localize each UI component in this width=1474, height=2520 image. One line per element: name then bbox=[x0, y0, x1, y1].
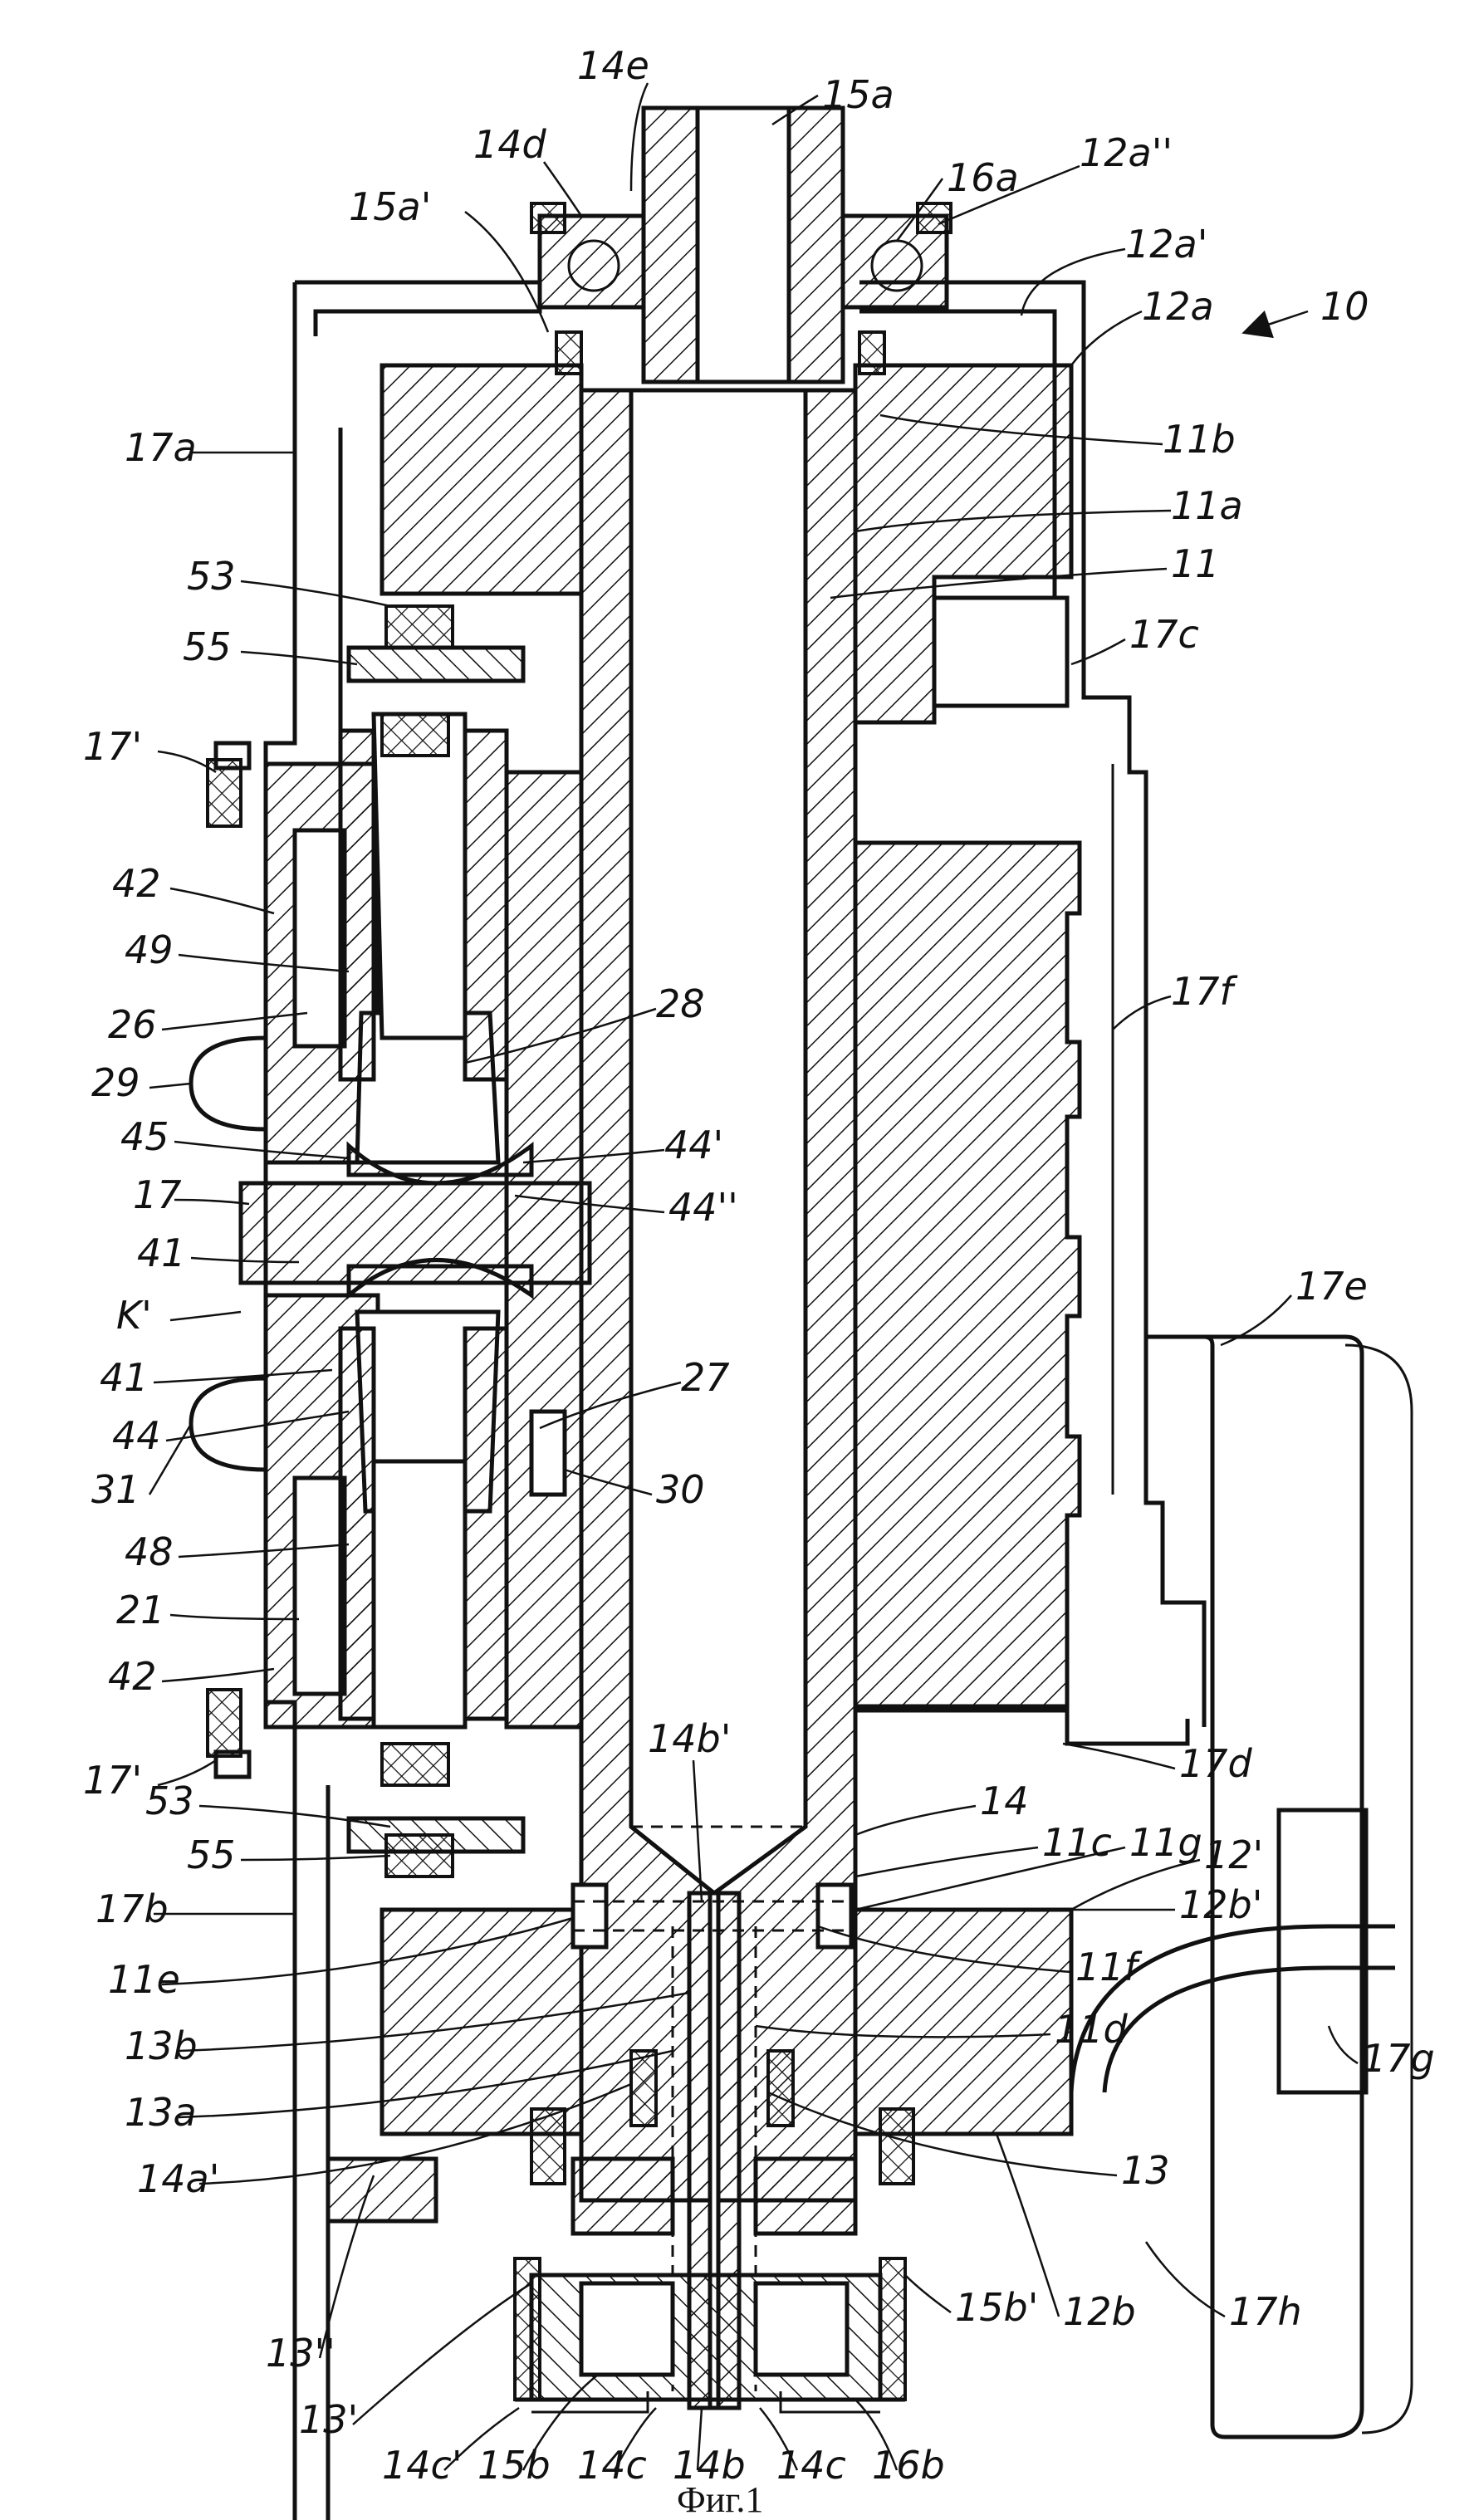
label-11a: 11a bbox=[1171, 483, 1243, 528]
label-49: 49 bbox=[125, 927, 174, 972]
label-12prime: 12' bbox=[1204, 1833, 1263, 1877]
label-26: 26 bbox=[108, 1002, 157, 1047]
label-17a: 17a bbox=[125, 425, 197, 470]
label-12b1: 12b' bbox=[1179, 1882, 1262, 1927]
top-bearing-cap bbox=[531, 108, 951, 382]
label-17f: 17f bbox=[1171, 969, 1238, 1014]
label-15b1: 15b' bbox=[955, 2285, 1038, 2330]
label-13: 13 bbox=[1121, 2148, 1170, 2193]
label-11f: 11f bbox=[1075, 1945, 1143, 1989]
label-12a: 12a bbox=[1142, 284, 1214, 329]
label-29: 29 bbox=[91, 1060, 140, 1105]
label-15a1: 15a' bbox=[349, 184, 431, 229]
label-17c: 17c bbox=[1129, 612, 1199, 657]
label-27: 27 bbox=[681, 1355, 730, 1400]
label-13b: 13b bbox=[125, 2023, 198, 2068]
label-44: 44 bbox=[112, 1413, 161, 1458]
right-lower-housing bbox=[1071, 1337, 1412, 2520]
label-13prime: 13' bbox=[299, 2397, 358, 2442]
label-K: K' bbox=[116, 1293, 152, 1338]
label-55-bottom: 55 bbox=[187, 1833, 236, 1877]
label-48: 48 bbox=[125, 1529, 174, 1574]
label-14c-left: 14c bbox=[577, 2443, 647, 2488]
label-11b: 11b bbox=[1163, 417, 1236, 462]
label-42-top: 42 bbox=[112, 861, 161, 906]
label-17prime-bottom: 17' bbox=[83, 1758, 142, 1803]
label-14a1: 14a' bbox=[137, 2156, 219, 2201]
label-28: 28 bbox=[656, 981, 705, 1026]
label-17g: 17g bbox=[1362, 2036, 1435, 2081]
label-12a2: 12a'' bbox=[1080, 130, 1173, 175]
label-12a1: 12a' bbox=[1125, 222, 1207, 267]
label-12b: 12b bbox=[1063, 2289, 1136, 2334]
label-17b: 17b bbox=[95, 1886, 169, 1931]
right-rotor-body bbox=[855, 697, 1204, 1744]
label-16a: 16a bbox=[947, 155, 1019, 200]
left-stator-stack bbox=[241, 606, 590, 1877]
label-42-bottom: 42 bbox=[108, 1654, 157, 1699]
label-41-top: 41 bbox=[137, 1231, 186, 1275]
label-14b1: 14b' bbox=[648, 1716, 731, 1761]
label-31: 31 bbox=[91, 1467, 140, 1512]
label-17: 17 bbox=[133, 1172, 182, 1217]
label-53-bottom: 53 bbox=[145, 1779, 194, 1823]
label-14: 14 bbox=[980, 1779, 1029, 1823]
label-55-top: 55 bbox=[183, 624, 232, 669]
label-11: 11 bbox=[1171, 541, 1220, 586]
label-14d: 14d bbox=[473, 122, 547, 167]
label-11e: 11e bbox=[108, 1957, 180, 2002]
label-21: 21 bbox=[116, 1588, 165, 1632]
label-53-top: 53 bbox=[187, 554, 236, 599]
figure-caption: Фиг.1 bbox=[677, 2479, 763, 2520]
label-13a: 13a bbox=[125, 2090, 197, 2135]
label-10: 10 bbox=[1320, 284, 1369, 329]
label-30: 30 bbox=[656, 1467, 705, 1512]
label-15a: 15a bbox=[822, 72, 894, 117]
label-17e: 17e bbox=[1295, 1264, 1368, 1309]
label-14e: 14e bbox=[577, 43, 649, 88]
label-44dprime: 44'' bbox=[668, 1185, 738, 1230]
label-17prime-top: 17' bbox=[83, 724, 142, 769]
label-11d: 11d bbox=[1055, 2007, 1129, 2052]
drawing bbox=[191, 108, 1412, 2520]
label-45: 45 bbox=[120, 1114, 169, 1159]
label-15b: 15b bbox=[477, 2443, 551, 2488]
label-44prime: 44' bbox=[664, 1123, 723, 1167]
label-17d: 17d bbox=[1179, 1741, 1253, 1786]
label-41-bottom: 41 bbox=[100, 1355, 149, 1400]
label-16b: 16b bbox=[872, 2443, 945, 2488]
label-17h: 17h bbox=[1229, 2289, 1302, 2334]
label-11g: 11g bbox=[1129, 1820, 1202, 1865]
